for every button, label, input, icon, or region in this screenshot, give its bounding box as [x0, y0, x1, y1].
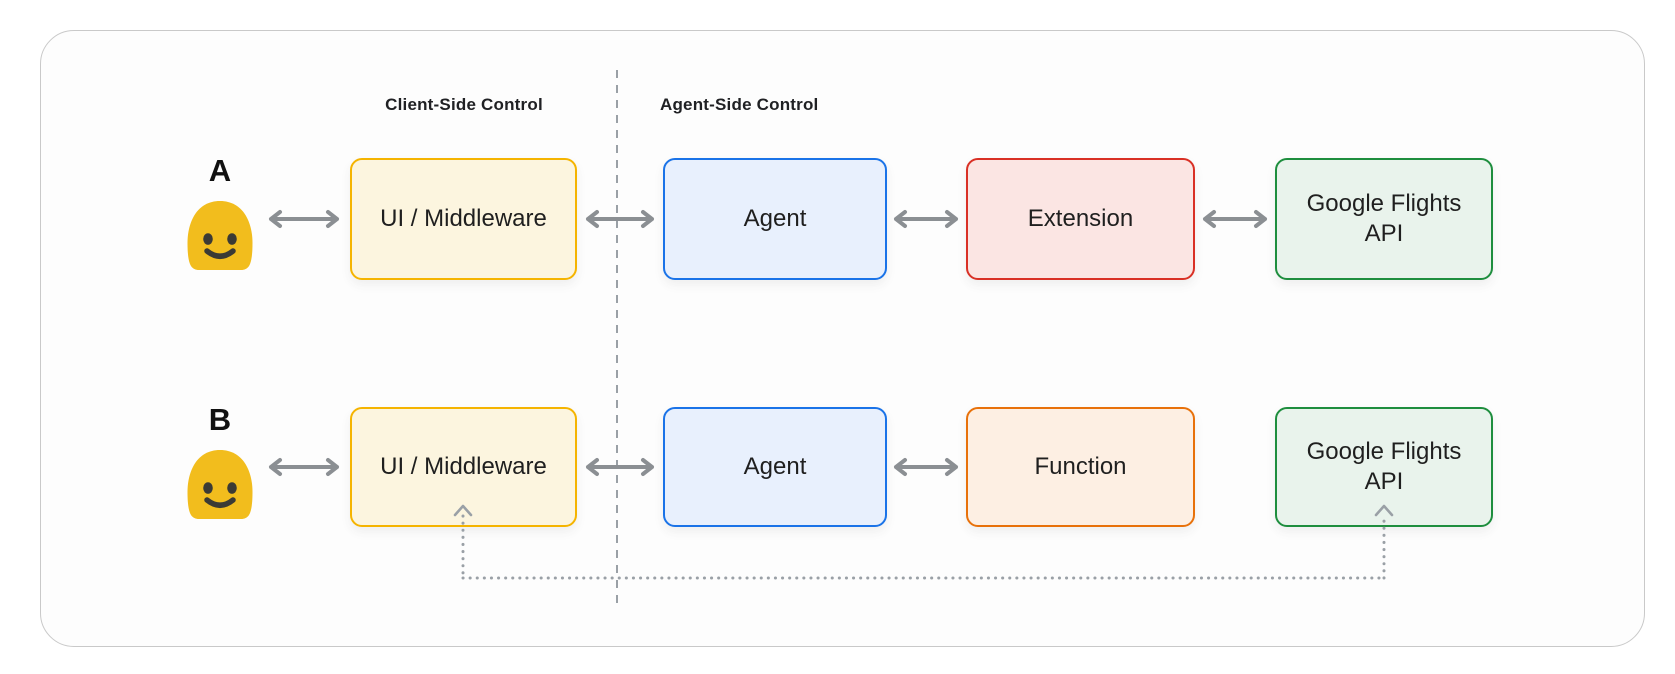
row-b-label: B	[208, 402, 232, 437]
node-label: UI / Middleware	[380, 205, 547, 232]
client-side-control-label: Client-Side Control	[385, 95, 543, 114]
node-label: UI / Middleware	[380, 453, 547, 480]
dotted-return-path	[440, 498, 1410, 592]
bidirectional-arrow-icon	[584, 206, 656, 232]
diagram-card	[40, 30, 1645, 647]
bidirectional-arrow-icon	[892, 206, 960, 232]
user-a-emoji-icon	[182, 198, 258, 270]
bidirectional-arrow-icon	[892, 454, 960, 480]
node-ui-middleware-a: UI / Middleware	[350, 158, 577, 280]
row-a-label: A	[208, 153, 232, 188]
node-google-flights-api-a: Google Flights API	[1275, 158, 1493, 280]
node-label: Google Flights API	[1306, 438, 1462, 495]
node-agent-b: Agent	[663, 407, 887, 527]
arrow-up-icon	[1374, 504, 1394, 517]
node-extension: Extension	[966, 158, 1195, 280]
user-b-emoji-icon	[182, 447, 258, 519]
node-function: Function	[966, 407, 1195, 527]
agent-side-control-label: Agent-Side Control	[660, 95, 819, 114]
node-agent-a: Agent	[663, 158, 887, 280]
arrow-up-icon	[453, 504, 473, 517]
node-label: Function	[1034, 453, 1127, 480]
node-label: Agent	[743, 205, 807, 232]
node-label: Google Flights API	[1306, 190, 1462, 247]
bidirectional-arrow-icon	[267, 454, 341, 480]
node-label: Extension	[1027, 205, 1134, 232]
bidirectional-arrow-icon	[1201, 206, 1269, 232]
bidirectional-arrow-icon	[267, 206, 341, 232]
bidirectional-arrow-icon	[584, 454, 656, 480]
node-label: Agent	[743, 453, 807, 480]
